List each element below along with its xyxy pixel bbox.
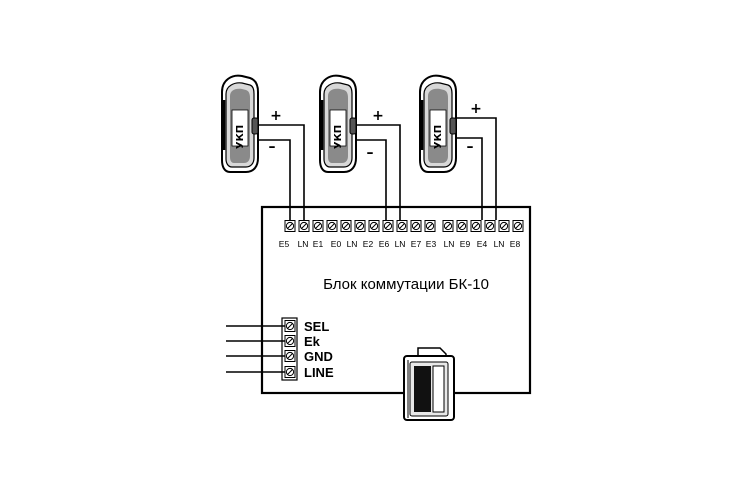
plus-sign: + (372, 108, 384, 124)
terminal-label: LN (347, 239, 358, 249)
handset-2: УКП (318, 74, 358, 174)
terminal-label: E7 (411, 239, 422, 249)
side-label-sel: SEL (304, 319, 329, 334)
terminal-label: E6 (379, 239, 390, 249)
polarity-signs: + – + – + – (269, 101, 482, 161)
side-terminal-line (284, 366, 296, 378)
terminal-label: LN (494, 239, 505, 249)
plus-sign: + (470, 101, 482, 117)
side-label-gnd: GND (304, 349, 333, 364)
external-wires (226, 325, 285, 373)
side-terminal-labels: SEL Ek GND LINE (304, 319, 334, 380)
handset-label: УКП (433, 125, 444, 149)
terminal-label: LN (298, 239, 309, 249)
terminal-label: E9 (460, 239, 471, 249)
plus-sign: + (270, 108, 282, 124)
block-title: Блок коммутации БК-10 (323, 276, 489, 293)
minus-sign: – (269, 139, 276, 155)
side-terminal-strip (281, 317, 298, 381)
top-terminal-strip (284, 220, 524, 232)
terminal-label: E4 (477, 239, 488, 249)
terminal-label: E0 (331, 239, 342, 249)
side-terminal-ek (284, 335, 296, 347)
side-terminal-gnd (284, 350, 296, 362)
handset-1: УКП (220, 74, 260, 174)
terminal-group-1 (284, 220, 436, 232)
minus-sign: – (367, 145, 374, 161)
handset-label: УКП (235, 125, 246, 149)
handset-3: УКП (418, 74, 458, 174)
terminal-label: E8 (510, 239, 521, 249)
side-label-ek: Ek (304, 334, 321, 349)
terminal-label: E1 (313, 239, 324, 249)
terminal-label: LN (395, 239, 406, 249)
power-adapter (403, 347, 455, 421)
terminal-labels: E5 LN E1 E0 LN E2 E6 LN E7 E3 LN E9 E4 L… (279, 239, 521, 249)
minus-sign: – (467, 139, 474, 155)
handset-wires (258, 117, 497, 220)
terminal-label: E5 (279, 239, 290, 249)
switching-block-outline (260, 205, 532, 395)
handset-label: УКП (333, 125, 344, 149)
terminal-label: LN (444, 239, 455, 249)
terminal-label: E2 (363, 239, 374, 249)
side-terminal-sel (284, 320, 296, 332)
terminal-label: E3 (426, 239, 437, 249)
side-label-line: LINE (304, 365, 334, 380)
